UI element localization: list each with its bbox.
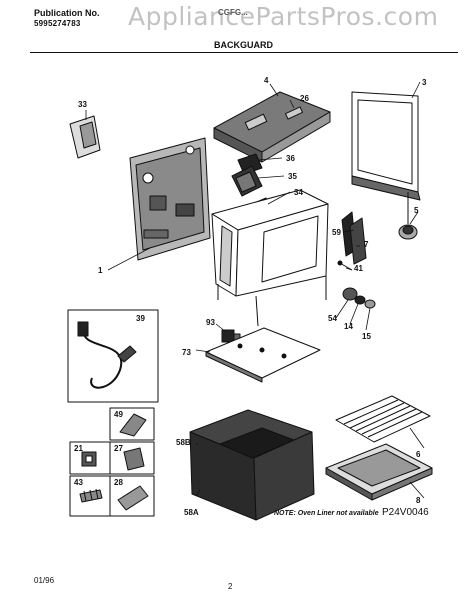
callout-8: 8	[416, 496, 421, 505]
part-14-spud	[354, 295, 366, 305]
callout-6: 6	[416, 450, 421, 459]
part-15-screw	[364, 299, 376, 309]
callout-41: 41	[354, 264, 363, 273]
callout-58A: 58A	[184, 508, 199, 517]
callout-33: 33	[78, 100, 87, 109]
inset-27	[109, 441, 155, 475]
callout-21: 21	[74, 444, 83, 453]
part-6-oven-rack	[335, 395, 431, 443]
inset-49	[109, 407, 155, 441]
section-title: BACKGUARD	[214, 40, 273, 50]
part-5-knob	[398, 192, 418, 240]
part-54-orifice	[342, 287, 358, 301]
publication-number: 5995274783	[34, 19, 81, 28]
part-35-vent	[231, 165, 263, 197]
callout-1: 1	[98, 266, 103, 275]
callout-14: 14	[344, 322, 353, 331]
oven-body-frame	[211, 189, 329, 327]
callout-28: 28	[114, 478, 123, 487]
part-41-valve	[337, 260, 353, 271]
callout-3: 3	[422, 78, 427, 87]
callout-39: 39	[136, 314, 145, 323]
inset-28	[109, 475, 155, 517]
callout-93: 93	[206, 318, 215, 327]
part-4-top-panel	[213, 91, 331, 163]
part-1-backguard-panel	[129, 137, 211, 261]
callout-27: 27	[114, 444, 123, 453]
footer-date: 01/96	[34, 576, 55, 585]
part-8-broiler-pan	[325, 443, 433, 501]
part-93-switch	[221, 329, 241, 343]
page-number: 2	[228, 582, 233, 591]
callout-59: 59	[332, 228, 341, 237]
callout-26: 26	[300, 94, 309, 103]
model-number: CGFG...	[218, 8, 248, 17]
callout-7: 7	[364, 240, 369, 249]
callout-58B: 58B	[176, 438, 191, 447]
part-73-bottom-panel	[205, 327, 321, 383]
part-36-bracket	[237, 153, 263, 175]
publication-label: Publication No.	[34, 8, 100, 18]
callout-36: 36	[286, 154, 295, 163]
inset-21	[69, 441, 111, 475]
callout-34: 34	[294, 188, 303, 197]
watermark: AppliancePartsPros.com	[128, 2, 439, 31]
callout-4: 4	[264, 76, 269, 85]
part-3-rear-panel	[351, 91, 421, 201]
title-rule	[30, 52, 458, 53]
leader-lines	[85, 81, 425, 499]
inset-39-power-cord	[67, 309, 159, 403]
part-58-insulation	[189, 409, 315, 521]
document-id: P24V0046	[382, 507, 429, 518]
callout-49: 49	[114, 410, 123, 419]
callout-43: 43	[74, 478, 83, 487]
callout-54: 54	[328, 314, 337, 323]
inset-43	[69, 475, 111, 517]
note-text: NOTE: Oven Liner not available	[274, 510, 379, 517]
callout-73: 73	[182, 348, 191, 357]
callout-15: 15	[362, 332, 371, 341]
part-33-bracket	[69, 115, 101, 159]
part-7-burner	[349, 217, 367, 265]
callout-5: 5	[414, 206, 419, 215]
callout-35: 35	[288, 172, 297, 181]
